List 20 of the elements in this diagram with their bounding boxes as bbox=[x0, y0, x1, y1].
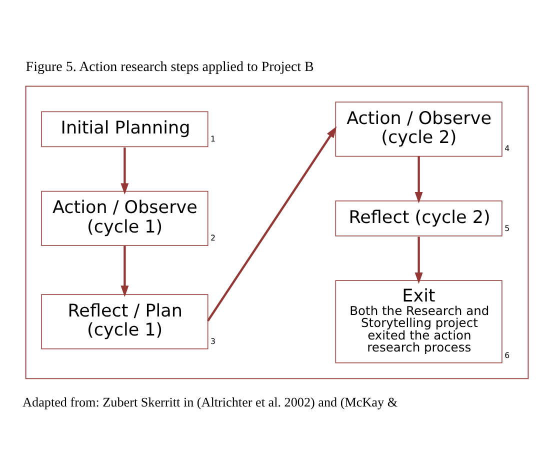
node-box: Reflect / Plan (cycle 1) bbox=[41, 294, 208, 350]
node-label: 2 bbox=[210, 233, 216, 242]
node-box: Action / Observe (cycle 2) bbox=[335, 102, 502, 157]
node-box: Initial Planning bbox=[41, 111, 208, 148]
node-box: Reflect (cycle 2) bbox=[335, 200, 502, 236]
arrow bbox=[414, 156, 423, 204]
arrow bbox=[120, 148, 129, 195]
node-label: 5 bbox=[504, 224, 510, 233]
node-label: 6 bbox=[504, 350, 510, 360]
arrow bbox=[120, 246, 129, 298]
caption: Adapted from: Zubert Skerritt in (Altrichter et al. 2002) and (McKay & bbox=[22, 394, 398, 410]
node-label: 3 bbox=[210, 336, 216, 346]
node-label: 1 bbox=[210, 134, 216, 144]
diagram-title: Figure 5. Action research steps applied to Project B bbox=[26, 60, 314, 76]
arrow bbox=[206, 126, 337, 322]
arrow bbox=[414, 236, 423, 284]
node-box: Exit Both the Research and Storytelling project exited the action research process bbox=[335, 280, 502, 364]
node-label: 4 bbox=[504, 144, 510, 154]
node-box: Action / Observe (cycle 1) bbox=[41, 190, 208, 246]
cluster bbox=[25, 86, 529, 380]
